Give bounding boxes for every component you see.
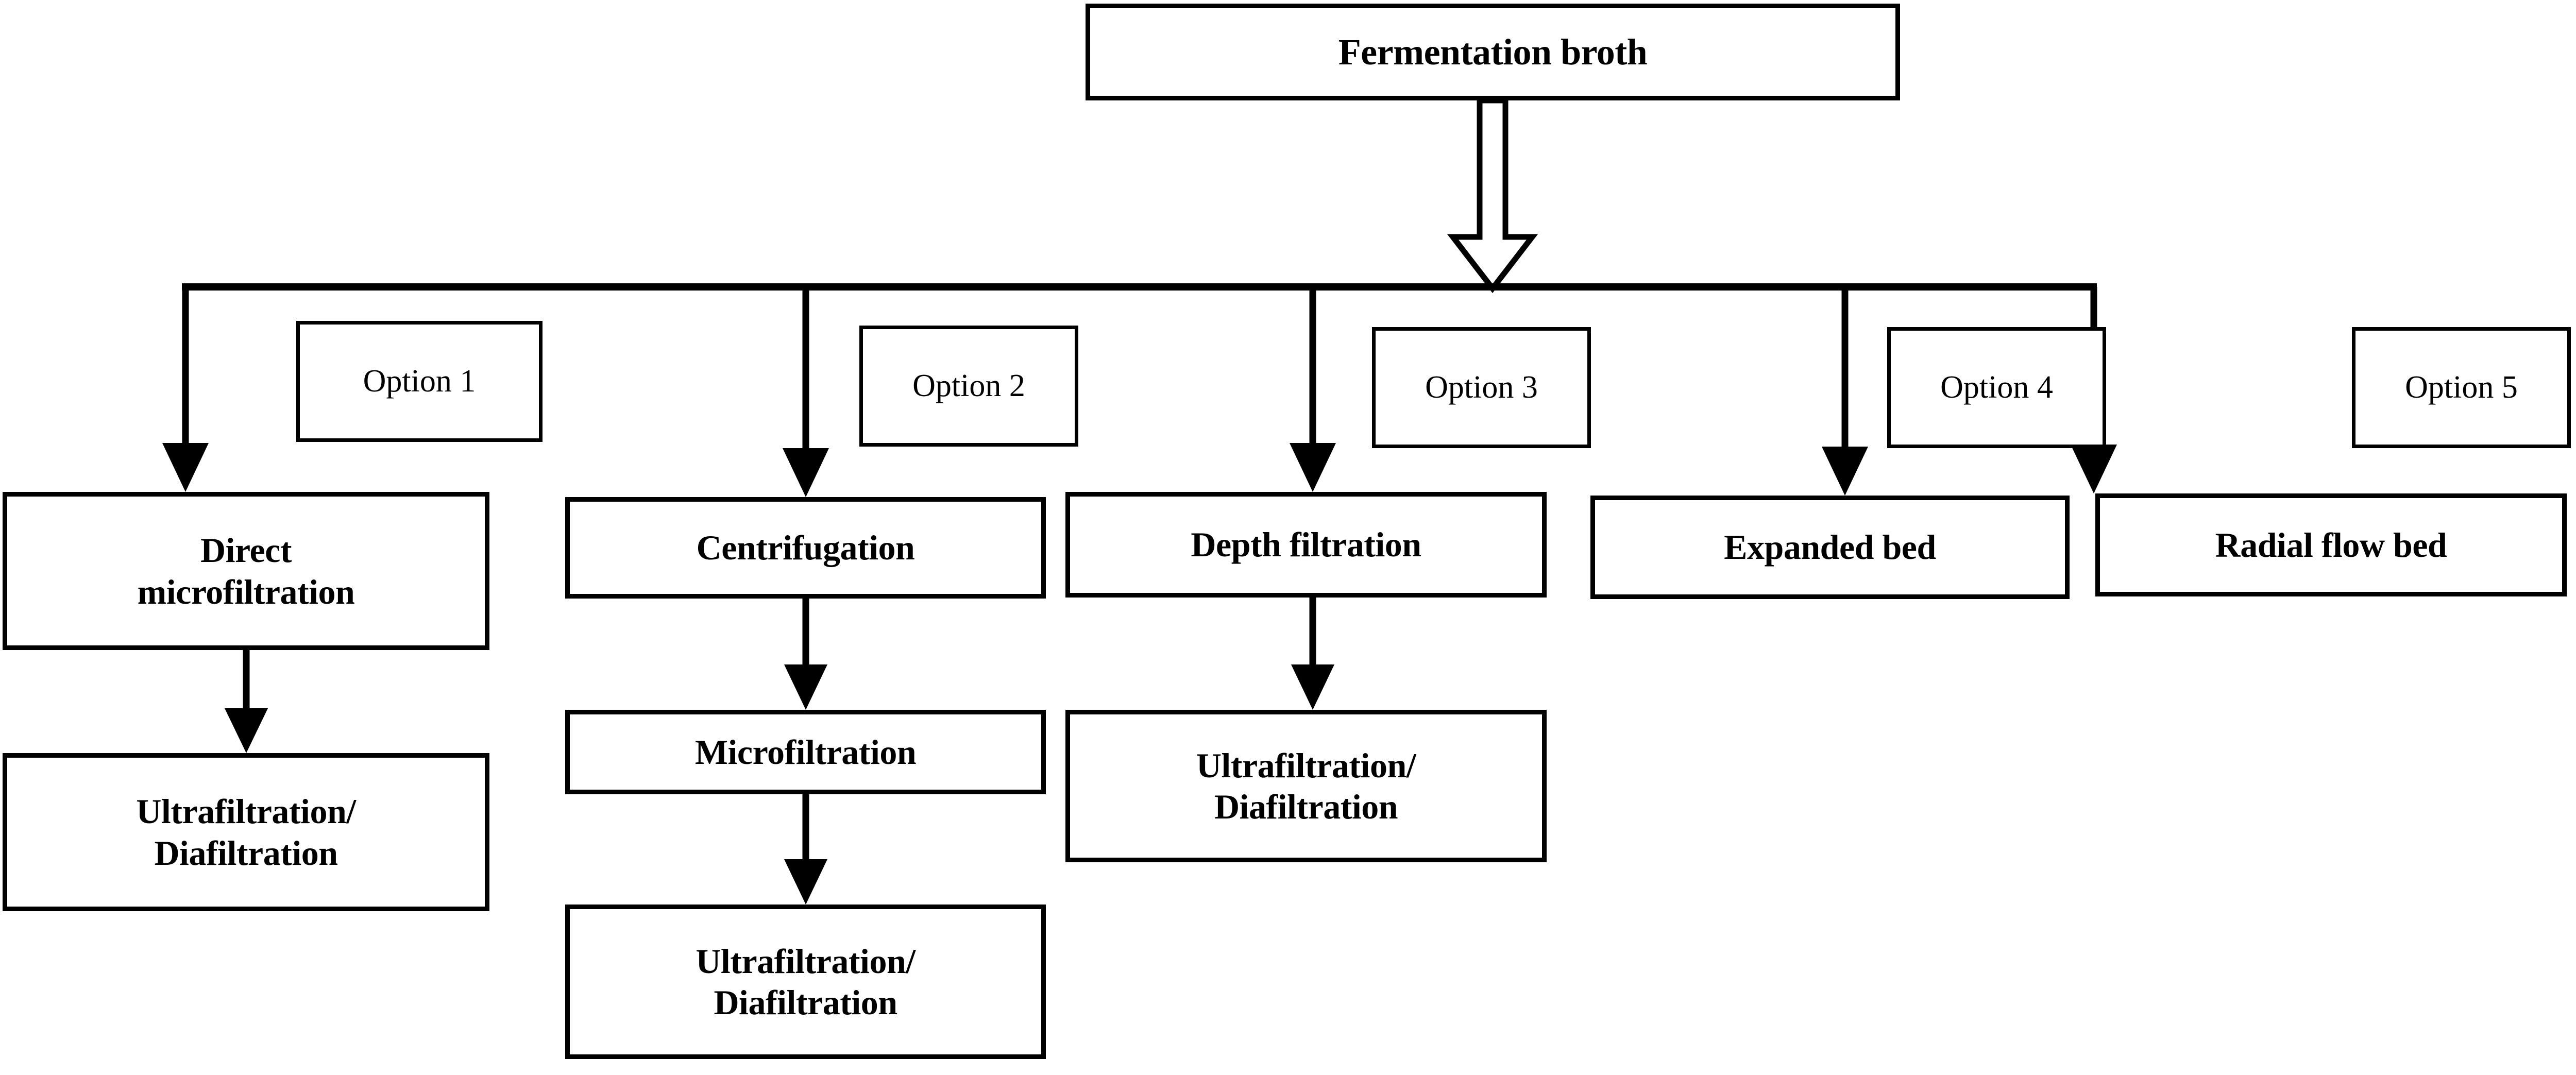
node-label: Fermentation broth (1338, 31, 1648, 73)
arrow-c2s2-to-c2s3 (784, 794, 827, 905)
branch-arrow-option-4 (1822, 287, 1868, 496)
node-label: Microfiltration (694, 732, 917, 772)
node-label: Ultrafiltration/ Diafiltration (696, 941, 916, 1022)
hollow-arrow-fermentation-to-bus (1447, 97, 1538, 294)
node-label: Direct microfiltration (137, 531, 355, 611)
option-tag-3[interactable]: Option 3 (1372, 327, 1591, 448)
node-fermentation-broth[interactable]: Fermentation broth (1086, 4, 1900, 100)
option-tag-label: Option 4 (1940, 370, 2053, 405)
branch-arrow-option-3 (1290, 287, 1336, 492)
node-label: Ultrafiltration/ Diafiltration (1196, 745, 1416, 826)
arrow-c2s1-to-c2s2 (784, 599, 827, 710)
node-label: Depth filtration (1191, 525, 1421, 565)
node-ultrafiltration-diafiltration-c3[interactable]: Ultrafiltration/ Diafiltration (1065, 710, 1547, 862)
option-tag-label: Option 1 (363, 364, 476, 399)
arrow-c3s1-to-c3s2 (1291, 598, 1334, 710)
branch-arrow-option-1 (162, 287, 209, 492)
node-label: Centrifugation (696, 528, 915, 568)
node-label: Ultrafiltration/ Diafiltration (136, 792, 356, 873)
node-radial-flow-bed[interactable]: Radial flow bed (2095, 493, 2567, 596)
node-direct-microfiltration[interactable]: Direct microfiltration (3, 492, 489, 650)
option-tag-5[interactable]: Option 5 (2352, 327, 2571, 448)
node-ultrafiltration-diafiltration-c1[interactable]: Ultrafiltration/ Diafiltration (3, 753, 489, 911)
option-tag-1[interactable]: Option 1 (296, 321, 543, 442)
option-tag-label: Option 2 (912, 368, 1025, 404)
node-label: Expanded bed (1724, 527, 1936, 567)
node-depth-filtration[interactable]: Depth filtration (1065, 492, 1547, 598)
node-expanded-bed[interactable]: Expanded bed (1590, 496, 2070, 599)
node-label: Radial flow bed (2215, 525, 2447, 565)
branch-arrow-option-2 (783, 287, 829, 497)
node-centrifugation[interactable]: Centrifugation (565, 497, 1046, 599)
arrow-c1s1-to-c1s2 (225, 650, 268, 753)
option-tag-4[interactable]: Option 4 (1887, 327, 2106, 448)
node-microfiltration[interactable]: Microfiltration (565, 710, 1046, 794)
option-tag-label: Option 5 (2405, 370, 2518, 405)
node-ultrafiltration-diafiltration-c2[interactable]: Ultrafiltration/ Diafiltration (565, 905, 1046, 1059)
option-tag-label: Option 3 (1425, 370, 1538, 405)
option-tag-2[interactable]: Option 2 (859, 326, 1078, 447)
